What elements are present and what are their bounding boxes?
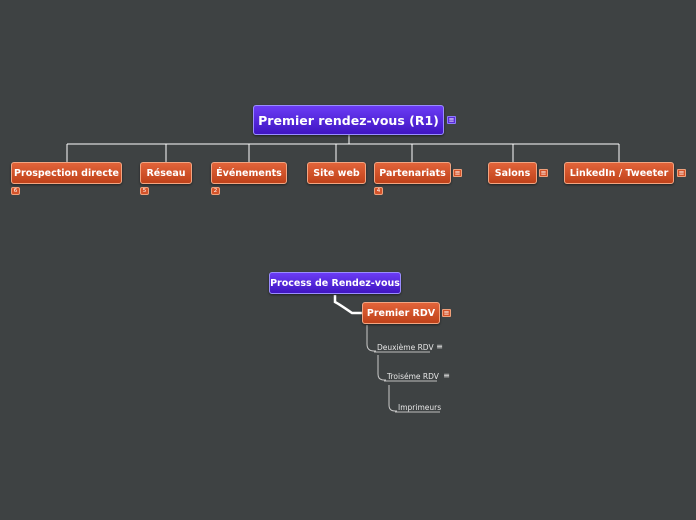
note-glyph: ≡ — [454, 168, 461, 177]
root-node-label: Process de Rendez-vous — [270, 277, 400, 289]
badge-count: 5 — [142, 188, 147, 194]
note-glyph: ≡ — [436, 342, 443, 351]
note-glyph: ≡ — [448, 115, 455, 124]
branch-label: Prospection directe — [14, 167, 119, 179]
note-icon[interactable]: ≡ — [677, 169, 686, 177]
topic-imprimeurs[interactable]: Imprimeurs — [398, 403, 441, 412]
note-glyph: ≡ — [678, 168, 685, 177]
note-glyph: ≡ — [443, 371, 450, 380]
collapsed-count-badge[interactable]: 6 — [11, 187, 20, 195]
branch-site-web[interactable]: Site web — [307, 162, 366, 184]
branch-partenariats[interactable]: Partenariats — [374, 162, 451, 184]
badge-count: 2 — [213, 188, 218, 194]
branch-label: LinkedIn / Tweeter — [569, 167, 669, 179]
topic-troisieme-rdv[interactable]: Troiséme RDV — [387, 372, 439, 381]
connector-premier-deuxieme — [366, 325, 376, 352]
branch-reseau[interactable]: Réseau — [140, 162, 192, 184]
note-icon[interactable]: ≡ — [447, 116, 456, 124]
connector-deuxieme-troisieme — [377, 355, 386, 381]
collapsed-count-badge[interactable]: 2 — [211, 187, 220, 195]
badge-count: 6 — [13, 188, 18, 194]
root-node-process-rendez-vous[interactable]: Process de Rendez-vous — [269, 272, 401, 294]
connector-troisieme-imprimeurs — [388, 385, 397, 412]
note-glyph: ≡ — [540, 168, 547, 177]
collapsed-count-badge[interactable]: 4 — [374, 187, 383, 195]
branch-salons[interactable]: Salons — [488, 162, 537, 184]
topic-label: Imprimeurs — [398, 403, 442, 412]
branch-linkedin-tweeter[interactable]: LinkedIn / Tweeter — [564, 162, 674, 184]
branch-label: Site web — [313, 167, 360, 179]
branch-label: Premier RDV — [366, 307, 436, 319]
connector-process-premier — [333, 295, 362, 315]
branch-evenements[interactable]: Événements — [211, 162, 287, 184]
note-icon[interactable]: ≡ — [453, 169, 462, 177]
topic-label: Deuxième RDV — [377, 343, 434, 352]
badge-count: 4 — [376, 188, 381, 194]
branch-label: Événements — [216, 167, 282, 179]
note-icon[interactable]: ≡ — [539, 169, 548, 177]
topic-deuxieme-rdv[interactable]: Deuxième RDV — [377, 343, 434, 352]
branch-premier-rdv[interactable]: Premier RDV — [362, 302, 440, 324]
note-glyph: ≡ — [443, 308, 450, 317]
map1-connectors — [66, 135, 620, 162]
root-node-premier-rendez-vous[interactable]: Premier rendez-vous (R1) — [253, 105, 444, 135]
note-icon[interactable]: ≡ — [435, 343, 444, 351]
note-icon[interactable]: ≡ — [442, 309, 451, 317]
branch-label: Réseau — [146, 167, 186, 179]
topic-label: Troiséme RDV — [387, 372, 439, 381]
branch-prospection-directe[interactable]: Prospection directe — [11, 162, 122, 184]
map2-connectors — [333, 295, 440, 413]
collapsed-count-badge[interactable]: 5 — [140, 187, 149, 195]
branch-label: Salons — [494, 167, 531, 179]
branch-label: Partenariats — [379, 167, 446, 179]
note-icon[interactable]: ≡ — [442, 372, 451, 380]
root-node-label: Premier rendez-vous (R1) — [258, 112, 439, 128]
